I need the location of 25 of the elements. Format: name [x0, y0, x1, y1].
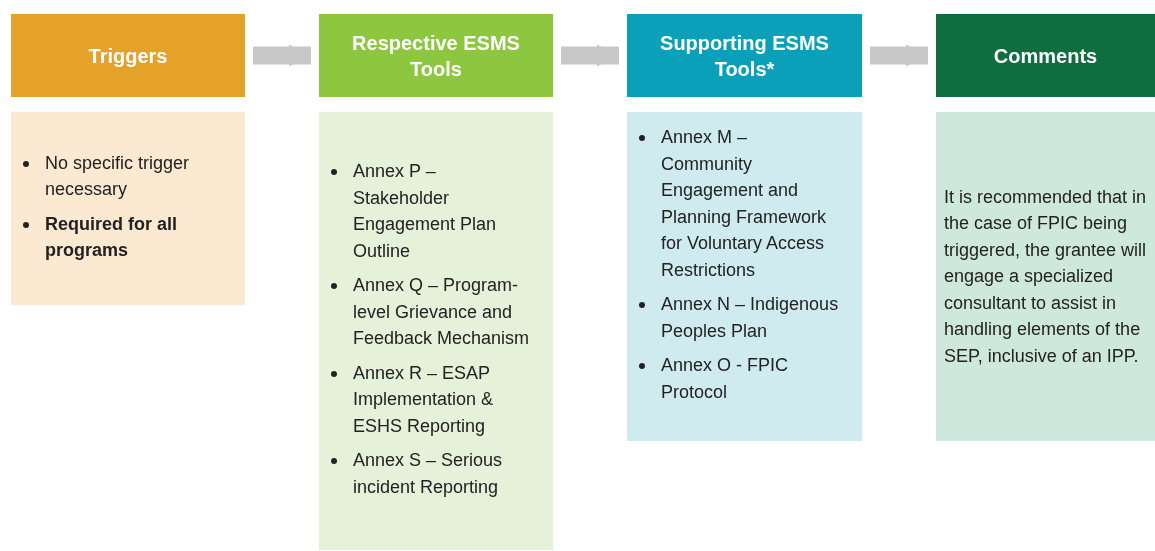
bullet-item: Annex Q – Program-level Grievance and Feedback Mechanism: [353, 274, 531, 350]
comment-text: It is recommended that in the case of FPIC being triggered, the grantee will engage a specialized consultant to assist in handling elements of the SEP, inclusive of an IPP.: [944, 185, 1147, 368]
content-panel: [319, 112, 553, 550]
content-panel: [627, 112, 862, 441]
bullet-item: Required for all programs: [45, 212, 179, 262]
header-title: Triggers: [88, 43, 168, 69]
header-box: [319, 14, 553, 97]
bullet-item: No specific trigger necessary: [45, 151, 191, 201]
header-title: Respective ESMS Tools: [351, 30, 521, 82]
arrow: [870, 44, 928, 67]
header-title: Supporting ESMS Tools*: [659, 30, 830, 82]
header-box: [627, 14, 862, 97]
arrow: [561, 44, 619, 67]
arrow: [253, 44, 311, 67]
content-panel: [11, 112, 245, 305]
content-panel: [936, 112, 1155, 441]
bullet-item: Annex O - FPIC Protocol: [661, 354, 790, 404]
bullet-item: Annex S – Serious incident Reporting: [353, 449, 504, 499]
header-box: [11, 14, 245, 97]
bullet-item: Annex P – Stakeholder Engagement Plan Outline: [353, 160, 498, 263]
bullet-item: Annex N – Indigenous Peoples Plan: [661, 293, 840, 343]
bullet-item: Annex M – Community Engagement and Planning Framework for Voluntary Access Restrictions: [661, 126, 828, 282]
header-title: Comments: [993, 43, 1098, 69]
bullet-item: Annex R – ESAP Implementation & ESHS Reporting: [353, 361, 495, 438]
header-box: [936, 14, 1155, 97]
